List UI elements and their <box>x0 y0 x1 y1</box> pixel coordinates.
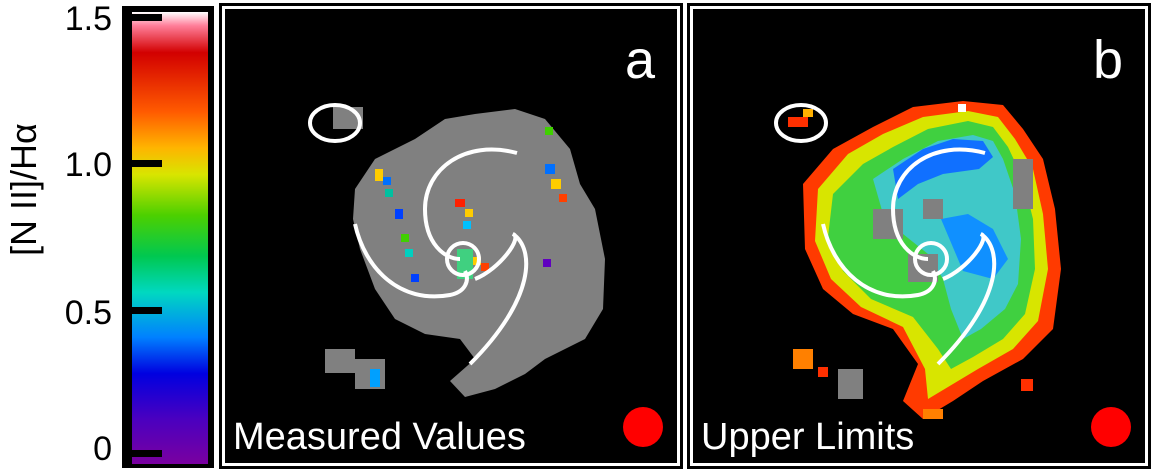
pixel <box>375 169 383 181</box>
pixel <box>405 249 413 257</box>
pixel <box>401 234 409 242</box>
pixel <box>383 177 391 185</box>
panel-measured-values: a Measured Values <box>219 3 683 469</box>
masked-region <box>1013 159 1033 209</box>
emission-blue <box>941 214 1008 279</box>
colorbar-tick <box>132 450 162 457</box>
galaxy-map-a <box>308 103 605 397</box>
panel-caption-b: Upper Limits <box>701 416 915 458</box>
colorbar-label: [N II]/Hα <box>3 123 44 256</box>
pixel <box>465 209 473 217</box>
pixel <box>395 209 403 219</box>
pixel <box>411 274 419 282</box>
masked-region <box>838 369 863 399</box>
tick-label-0.5: 0.5 <box>64 294 112 332</box>
pixel <box>545 127 553 135</box>
pixel <box>818 367 828 377</box>
pixel <box>543 259 551 267</box>
pixel <box>1021 379 1033 391</box>
pixel <box>793 349 813 369</box>
panel-upper-limits: b Upper Limits <box>687 3 1151 469</box>
masked-region <box>923 199 943 219</box>
pixel <box>370 369 380 387</box>
tick-label-0: 0 <box>93 430 112 468</box>
spiral-overlay <box>774 103 997 366</box>
colorbar-gradient <box>132 12 208 464</box>
colorbar-tick <box>132 14 162 21</box>
galaxy-map-b <box>774 101 1061 419</box>
tick-label-1.5: 1.5 <box>64 0 112 38</box>
beam-marker <box>623 407 663 447</box>
tick-label-1.0: 1.0 <box>64 146 112 184</box>
pixel <box>958 104 966 112</box>
pixel <box>551 179 561 189</box>
pixel <box>545 164 555 174</box>
beam-marker <box>1091 407 1131 447</box>
colorbar-tick <box>132 160 162 167</box>
pixel <box>803 109 813 117</box>
pixel <box>463 221 471 229</box>
pixel <box>788 117 808 127</box>
panel-caption-a: Measured Values <box>233 416 526 458</box>
emission-blue <box>893 139 993 199</box>
pixel <box>559 194 567 202</box>
spiral-overlay <box>308 103 529 366</box>
pixel <box>481 263 489 271</box>
pixel <box>455 199 465 207</box>
masked-region <box>325 349 355 373</box>
pixel <box>457 249 473 279</box>
panel-letter-b: b <box>1092 30 1123 90</box>
panel-letter-a: a <box>624 30 655 90</box>
pixel <box>923 409 943 419</box>
colorbar-tick <box>132 307 162 314</box>
pixel <box>385 189 393 197</box>
